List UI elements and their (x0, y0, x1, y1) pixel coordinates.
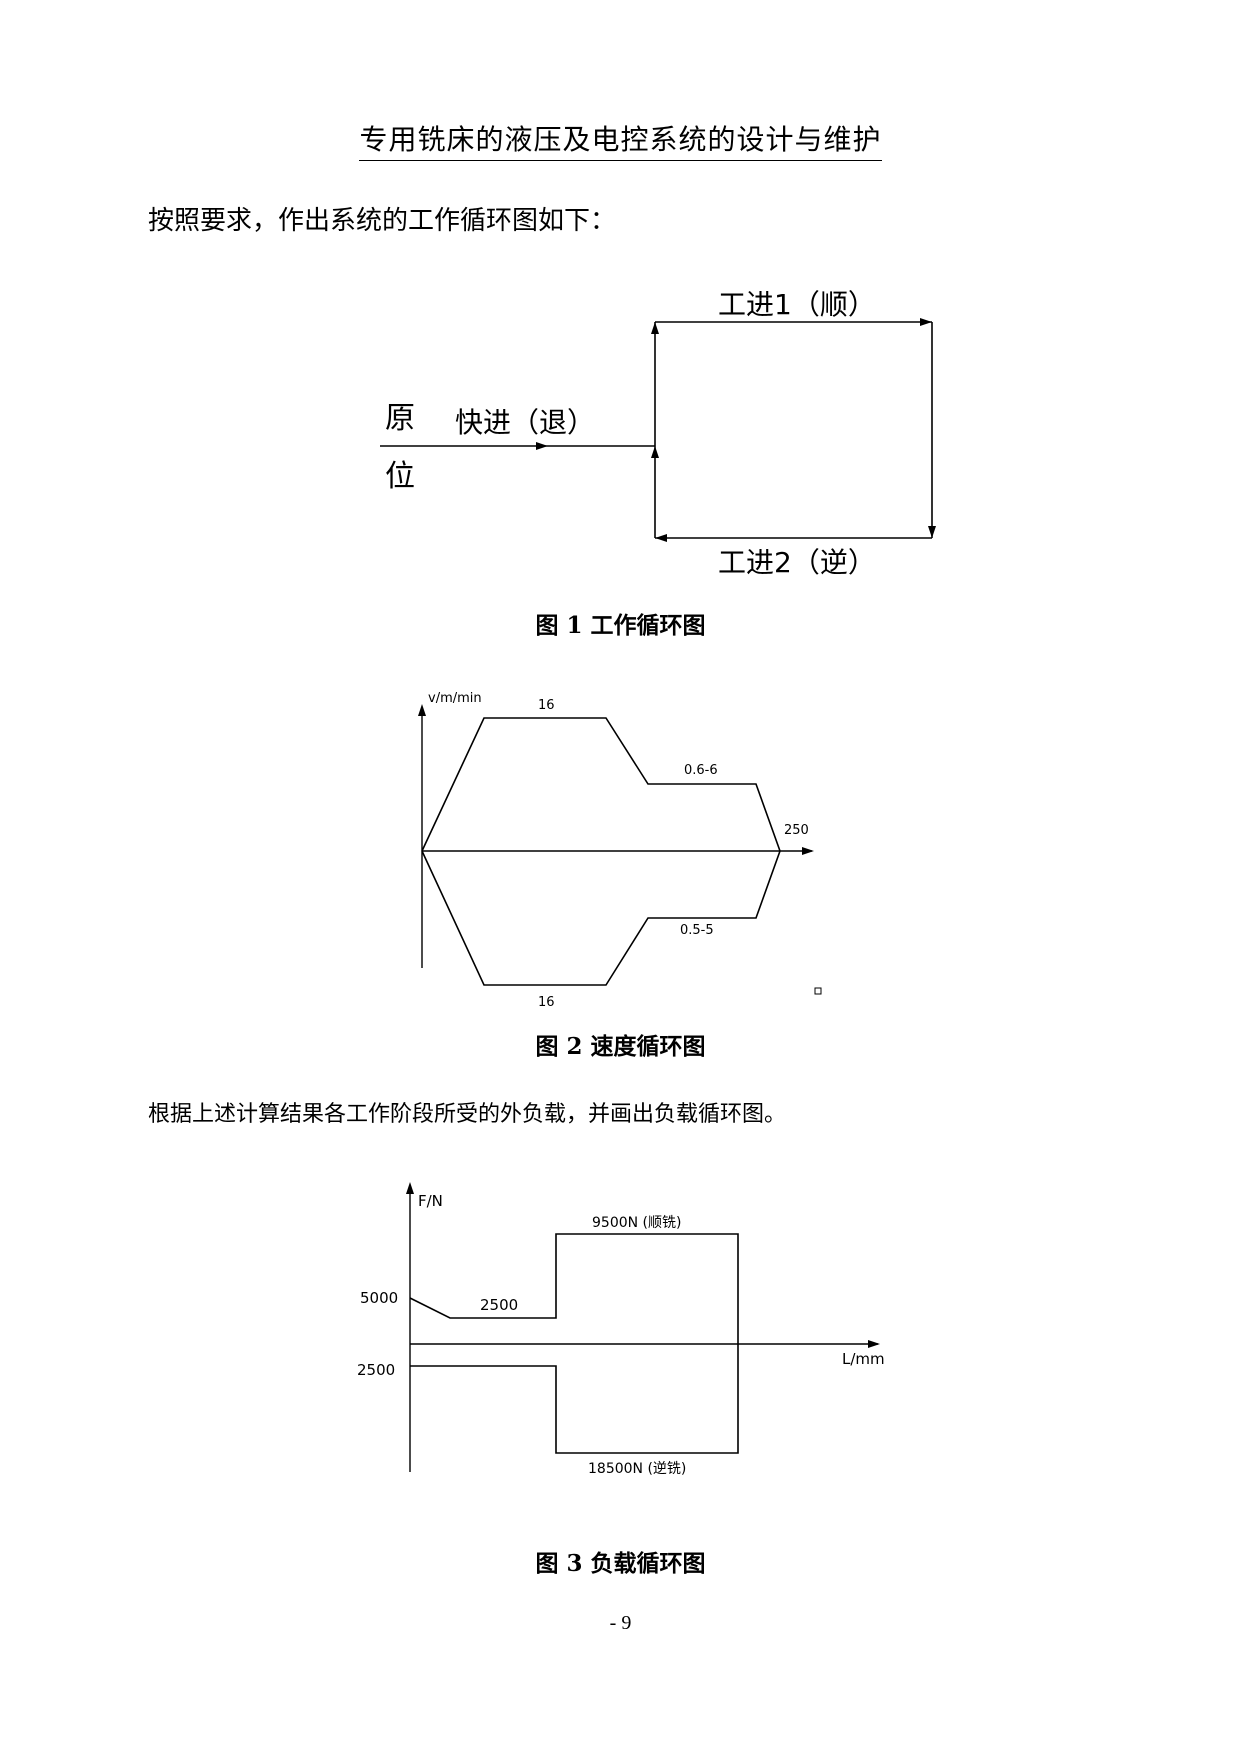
figure-2-axes (421, 708, 812, 968)
arrow-right-top (920, 318, 932, 326)
header-title: 专用铣床的液压及电控系统的设计与维护 (359, 123, 882, 161)
work2-label: 工进2（逆） (718, 546, 876, 579)
intro-paragraph: 按照要求，作出系统的工作循环图如下： (148, 206, 617, 236)
figure-2-labels: v/m/min 16 0.6-6 250 0.5-5 16 (428, 691, 809, 1010)
load-y-axis-label: F/N (418, 1192, 443, 1210)
origin-label-top: 原 (385, 401, 415, 436)
figure-3-curves (409, 1233, 739, 1454)
figure-2-caption: 图 2 速度循环图 (535, 1033, 706, 1060)
origin-label-bottom: 位 (385, 459, 415, 494)
load-return-curve (410, 1344, 739, 1454)
figure-1-caption: 图 1 工作循环图 (535, 612, 706, 639)
arrow-fast-right (536, 442, 548, 450)
top-work-speed-label: 0.6-6 (684, 763, 718, 778)
top-left-load-label: 5000 (360, 1289, 398, 1307)
bottom-work-speed-label: 0.5-5 (680, 923, 714, 938)
figure-1-labels: 原 位 快进（退） 工进1（顺） 工进2（逆） (385, 288, 876, 579)
arrow-down-right (928, 526, 936, 538)
speed-return-curve (421, 850, 781, 986)
speed-x-axis-arrow (802, 847, 814, 855)
figure-1-arrows (536, 318, 936, 542)
load-y-axis-arrow (406, 1182, 414, 1194)
work1-label: 工进1（顺） (718, 288, 876, 321)
load-advance-curve (409, 1233, 739, 1344)
bottom-left-load-label: 2500 (357, 1361, 395, 1379)
speed-y-axis-label: v/m/min (428, 691, 482, 706)
fast-advance-label: 快进（退） (455, 406, 595, 439)
page-number: - 9 (609, 1612, 632, 1634)
arrow-up-left-mid (651, 446, 659, 458)
load-x-axis-arrow (868, 1340, 880, 1348)
figure-2-curves (421, 717, 781, 986)
figure-3-labels: F/N L/mm 5000 2500 9500N (顺铣) 2500 18500… (357, 1192, 885, 1477)
top-work-load-label: 9500N (顺铣) (592, 1215, 681, 1231)
stroke-label: 250 (784, 823, 809, 838)
arrow-left-bottom (655, 534, 667, 542)
load-intro-paragraph: 根据上述计算结果各工作阶段所受的外负载，并画出负载循环图。 (148, 1102, 787, 1127)
figure-3-caption: 图 3 负载循环图 (535, 1550, 706, 1577)
bottom-speed-label: 16 (538, 995, 555, 1010)
arrow-up-left-top (651, 322, 659, 334)
bottom-work-load-label: 18500N (逆铣) (588, 1461, 686, 1477)
document-header: 专用铣床的液压及电控系统的设计与维护 (0, 118, 1241, 161)
figure-3-axes (409, 1186, 878, 1472)
small-square-mark (814, 987, 822, 995)
speed-advance-curve (421, 717, 781, 852)
top-speed-label: 16 (538, 698, 555, 713)
figure-1-lines (380, 321, 933, 539)
load-x-axis-label: L/mm (842, 1350, 885, 1368)
top-mid-load-label: 2500 (480, 1296, 518, 1314)
speed-y-axis-arrow (418, 704, 426, 716)
